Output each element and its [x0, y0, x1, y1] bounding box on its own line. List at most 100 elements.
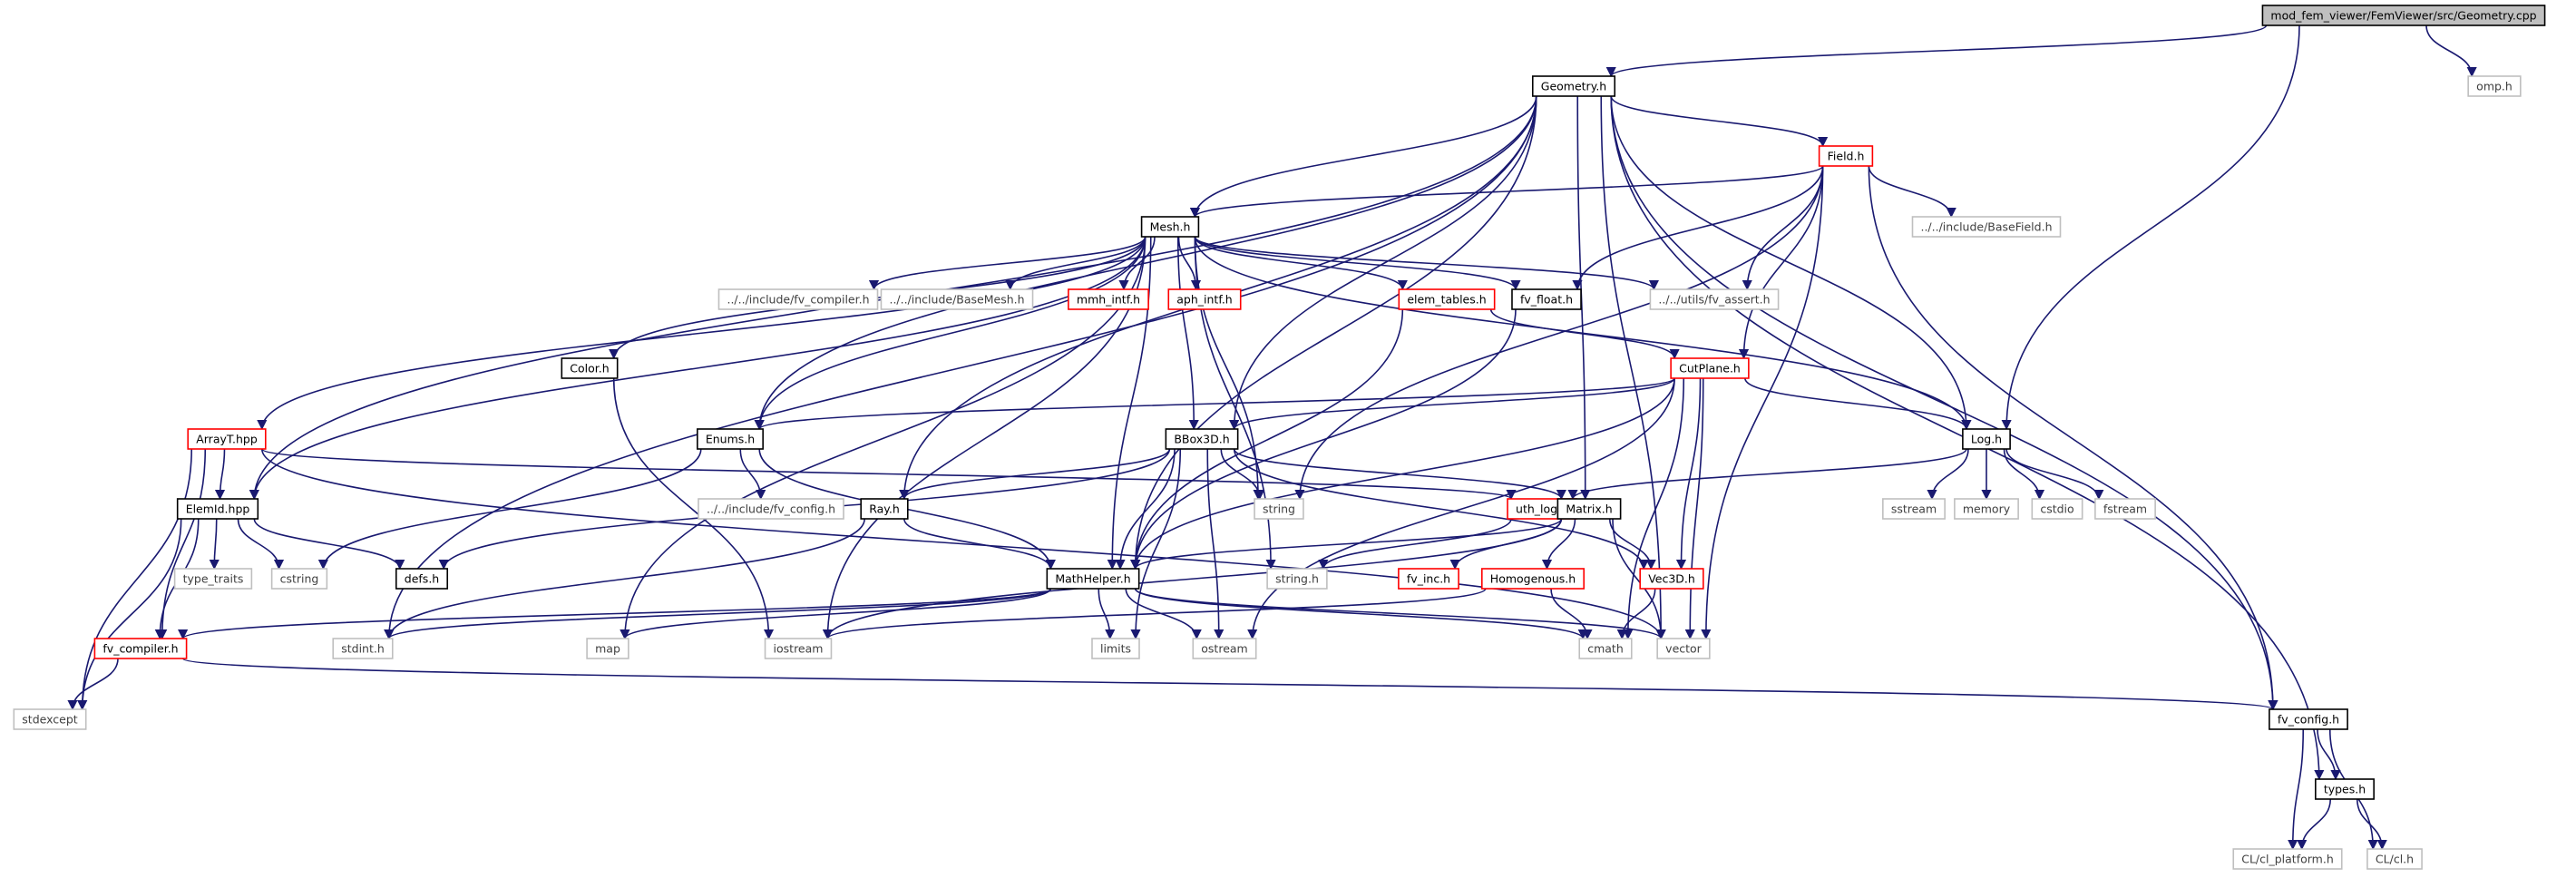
node-mesh[interactable]: Mesh.h — [1140, 216, 1200, 238]
node-box — [187, 428, 267, 450]
node-label: ../../include/fv_config.h — [707, 502, 835, 516]
node-fvfloat[interactable]: fv_float.h — [1511, 288, 1582, 310]
node-label: fstream — [2103, 502, 2147, 516]
edge-arrayt-to-fvcompiler — [157, 448, 207, 640]
edge-mathhelper-to-cmath — [1134, 588, 1588, 640]
node-matrix[interactable]: Matrix.h — [1556, 498, 1622, 520]
node-mathhelper[interactable]: MathHelper.h — [1046, 568, 1140, 590]
edge-bbox-to-string — [1220, 448, 1265, 501]
edge-cutplane-to-ostream — [1247, 377, 1675, 640]
node-cstdio: cstdio — [2031, 498, 2083, 520]
node-box — [1480, 568, 1586, 590]
node-arrayt[interactable]: ArrayT.hpp — [187, 428, 267, 450]
edge-layer — [67, 24, 2477, 851]
node-types[interactable]: types.h — [2315, 778, 2375, 800]
edge-homogenous-to-iostream — [823, 588, 1487, 640]
node-box — [2031, 498, 2083, 520]
node-label: aph_intf.h — [1176, 293, 1232, 307]
node-box — [1639, 568, 1704, 590]
edge-field-to-cutplane — [1738, 165, 1824, 360]
node-label: ostream — [1201, 642, 1247, 656]
node-box — [1882, 498, 1946, 520]
node-label: BBox3D.h — [1174, 433, 1229, 446]
edge-mathhelper-to-ostream — [1125, 588, 1202, 640]
edge-color-to-iostream — [612, 377, 775, 640]
edge-field-to-fvassert — [1742, 165, 1824, 291]
node-box — [2467, 75, 2522, 97]
node-box — [1511, 288, 1582, 310]
node-box — [1068, 288, 1149, 310]
node-ray[interactable]: Ray.h — [860, 498, 909, 520]
edge-bbox-to-mathhelper — [1115, 448, 1176, 571]
node-box — [1911, 216, 2062, 238]
node-box — [717, 288, 879, 310]
node-label: mmh_intf.h — [1077, 293, 1140, 307]
edge-matrix-to-iostream — [822, 518, 1563, 640]
edge-log-to-fstream — [2005, 448, 2104, 501]
node-box — [586, 638, 629, 659]
node-clh: CL/cl.h — [2366, 848, 2423, 870]
node-label: CutPlane.h — [1679, 362, 1741, 376]
node-fstream: fstream — [2094, 498, 2156, 520]
node-cmath: cmath — [1578, 638, 1633, 659]
node-mmh[interactable]: mmh_intf.h — [1068, 288, 1149, 310]
node-box — [860, 498, 909, 520]
node-string: string — [1254, 498, 1304, 520]
node-box — [1556, 498, 1622, 520]
node-box — [270, 568, 328, 590]
edge-mesh-to-mathhelper — [1107, 236, 1152, 571]
edge-matrix-to-vector — [1612, 518, 1666, 640]
node-box — [1954, 498, 2019, 520]
node-vec3d[interactable]: Vec3D.h — [1639, 568, 1704, 590]
node-geometry[interactable]: Geometry.h — [1531, 75, 1616, 97]
node-elemid[interactable]: ElemId.hpp — [176, 498, 259, 520]
node-box — [2315, 778, 2375, 800]
node-label: uth_log.h — [1516, 502, 1568, 516]
node-homogenous[interactable]: Homogenous.h — [1480, 568, 1586, 590]
node-box — [697, 428, 764, 450]
node-label: CL/cl_platform.h — [2241, 853, 2334, 866]
edge-bbox-to-vec3d — [1233, 448, 1649, 571]
node-label: ArrayT.hpp — [196, 433, 258, 446]
node-root[interactable]: mod_fem_viewer/FemViewer/src/Geometry.cp… — [2261, 5, 2546, 26]
node-bbox[interactable]: BBox3D.h — [1165, 428, 1239, 450]
node-label: fv_float.h — [1520, 293, 1573, 307]
node-label: types.h — [2324, 783, 2366, 796]
node-fvconfig[interactable]: fv_config.h — [2269, 708, 2348, 730]
node-fvinc[interactable]: fv_inc.h — [1398, 568, 1459, 590]
node-defs[interactable]: defs.h — [395, 568, 449, 590]
node-color[interactable]: Color.h — [561, 357, 619, 379]
edge-elem-to-cutplane — [1489, 308, 1680, 360]
node-box — [93, 638, 188, 659]
node-label: cmath — [1587, 642, 1624, 656]
node-box — [13, 708, 87, 730]
node-label: fv_config.h — [2278, 713, 2339, 727]
edge-fvconfig-to-clplatform — [2288, 728, 2305, 851]
node-box — [1167, 288, 1242, 310]
node-elem[interactable]: elem_tables.h — [1398, 288, 1496, 310]
edge-geometry-to-bbox — [1229, 95, 1537, 431]
node-layer: mod_fem_viewer/FemViewer/src/Geometry.cp… — [13, 5, 2546, 870]
node-label: memory — [1963, 502, 2011, 516]
node-field[interactable]: Field.h — [1818, 145, 1874, 167]
edge-fvfloat-to-mathhelper — [1130, 308, 1517, 571]
node-aph[interactable]: aph_intf.h — [1167, 288, 1242, 310]
node-enums[interactable]: Enums.h — [697, 428, 764, 450]
node-label: Geometry.h — [1541, 80, 1606, 93]
node-cutplane[interactable]: CutPlane.h — [1670, 357, 1750, 379]
node-fvcompiler[interactable]: fv_compiler.h — [93, 638, 188, 659]
node-box — [1254, 498, 1304, 520]
edge-elemid-to-defs — [253, 518, 405, 571]
node-box — [2261, 5, 2546, 26]
edge-mesh-to-fvfloat — [1194, 236, 1521, 291]
node-label: cstdio — [2040, 502, 2073, 516]
edge-mesh-to-iostream — [822, 236, 1147, 640]
node-label: stdexcept — [22, 713, 77, 727]
node-label: Color.h — [570, 362, 609, 376]
node-log[interactable]: Log.h — [1962, 428, 2011, 450]
edge-geometry-to-fvconfig — [1610, 95, 2278, 711]
edge-enums-to-cstring — [317, 448, 702, 571]
node-stringh: string.h — [1266, 568, 1328, 590]
node-box — [176, 498, 259, 520]
